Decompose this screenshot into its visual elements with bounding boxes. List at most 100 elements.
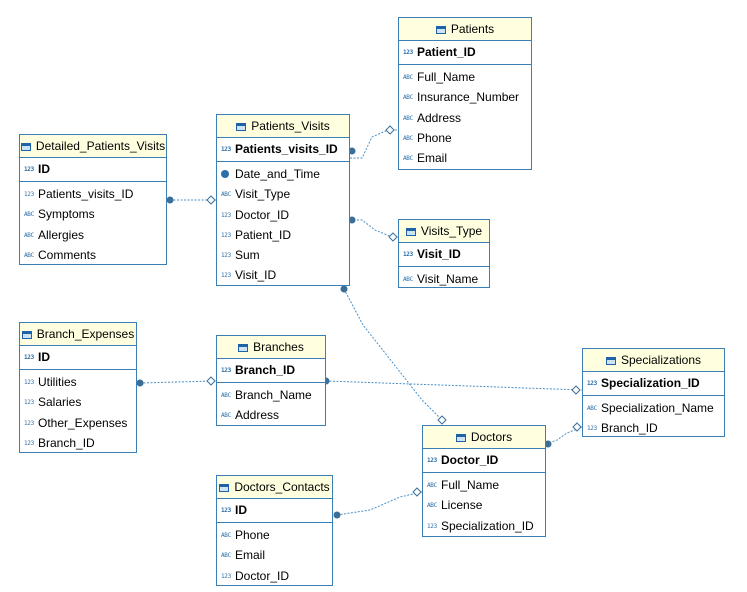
table-title: Patients <box>450 22 495 36</box>
table-title: Detailed_Patients_Visits <box>35 139 166 153</box>
table-icon <box>21 331 32 339</box>
link-patients-visits-to-doctors[interactable] <box>340 285 447 425</box>
link-source-dot <box>348 216 356 224</box>
link-doctors-to-specializations[interactable] <box>544 422 583 448</box>
text-type-icon: ABC <box>587 405 597 412</box>
link-source-dot <box>340 285 348 293</box>
table-header[interactable]: Patients_Visits <box>217 115 349 138</box>
table-icon <box>219 484 230 492</box>
numeric-type-icon: 123 <box>24 379 34 386</box>
numeric-type-icon: 123 <box>221 146 231 153</box>
column-label: Salaries <box>38 395 82 410</box>
text-type-icon: ABC <box>221 191 231 199</box>
link-patients-visits-to-patients[interactable] <box>348 125 399 159</box>
table-header[interactable]: Detailed_Patients_Visits <box>20 135 166 158</box>
column-label: Full_Name <box>441 478 500 492</box>
link-branch-expenses-to-branches[interactable] <box>136 376 217 387</box>
numeric-type-icon: 123 <box>403 251 413 258</box>
primary-key-label: Patient_ID <box>417 45 476 59</box>
table-header[interactable]: Doctors_Contacts <box>217 476 332 499</box>
column-label: Date_and_Time <box>235 167 320 181</box>
table-header[interactable]: Branches <box>217 336 325 359</box>
column-label: Branch_ID <box>601 421 658 436</box>
numeric-type-icon: 123 <box>24 354 34 361</box>
column-label: Full_Name <box>417 70 476 84</box>
table-header[interactable]: Specializations <box>583 349 724 372</box>
link-specializations-to-branches[interactable] <box>322 377 583 395</box>
column-row[interactable]: ABC Insurance_Number <box>399 87 531 107</box>
primary-key-row[interactable]: 123 Visit_ID <box>399 243 489 267</box>
text-type-icon: ABC <box>403 155 413 163</box>
primary-key-label: ID <box>38 162 50 176</box>
column-label: Insurance_Number <box>417 90 520 105</box>
table-header[interactable]: Doctors <box>423 426 545 449</box>
numeric-type-icon: 123 <box>221 272 231 280</box>
column-label: Specialization_ID <box>441 518 534 533</box>
table-header[interactable]: Visits_Type <box>399 220 489 243</box>
column-label: Phone <box>417 130 452 145</box>
link-patients-visits-to-visits-type[interactable] <box>348 216 399 242</box>
date-type-icon <box>221 170 229 178</box>
table-header[interactable]: Patients <box>399 18 531 41</box>
text-type-icon: ABC <box>403 94 413 102</box>
link-doctors-contacts-to-doctors[interactable] <box>333 487 423 519</box>
table-header[interactable]: Branch_Expenses <box>20 323 136 346</box>
link-target-diamond <box>572 422 582 432</box>
link-detailed-to-patients-visits[interactable] <box>166 195 217 205</box>
primary-key-label: Visit_ID <box>417 247 461 261</box>
numeric-type-icon: 123 <box>24 191 34 198</box>
column-row[interactable]: Date_and_Time <box>217 164 349 184</box>
text-type-icon: ABC <box>221 552 231 560</box>
